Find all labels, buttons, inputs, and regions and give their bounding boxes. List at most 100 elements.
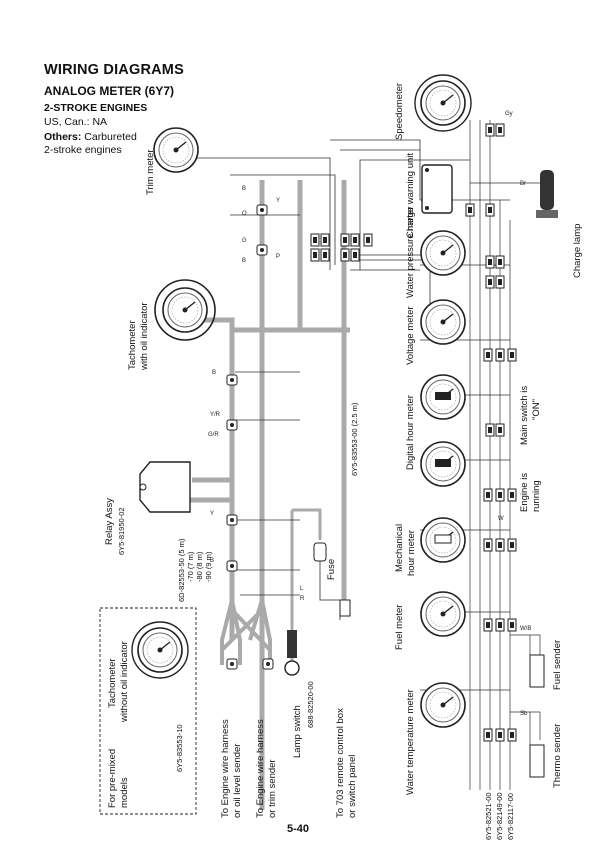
label-mech-hour-2: hour meter: [406, 530, 417, 576]
label-harness-part-3: -80 (8 m): [195, 551, 204, 582]
gauge-speedometer: [414, 74, 472, 132]
connector-oil-end: [226, 658, 238, 670]
label-to-trim-1: To Engine wire harness: [255, 719, 266, 818]
label-voltage-meter: Voltage meter: [405, 306, 416, 365]
wire-code-p: P: [276, 254, 280, 260]
gauge-tachometer-oil: [154, 279, 216, 341]
connector-blocks: [226, 123, 517, 742]
label-harness-part-1: 6D-82553-50 (5 m): [177, 538, 186, 602]
label-part-1: 6Y5-82521-00: [484, 792, 493, 840]
label-relay-part: 6Y5-81950-02: [117, 507, 126, 555]
label-charge-lamp: Charge lamp: [572, 224, 583, 278]
wire-code-r: R: [300, 596, 305, 602]
gauge-mechanical-hour: [420, 517, 466, 563]
connector-relay-1: [226, 514, 238, 526]
page-number: 5-40: [287, 823, 310, 835]
region-label: US, Can.:: [44, 116, 90, 128]
connector-trim-1: [256, 204, 268, 216]
label-mech-hour-1: Mechanical: [394, 524, 405, 572]
relay-assy-box: [139, 461, 191, 513]
label-to-703-2: or switch panel: [347, 755, 358, 818]
label-speedometer: Speedometer: [394, 83, 405, 140]
others-value-2: 2-stroke engines: [44, 144, 122, 156]
label-fuel-sender: Fuel sender: [552, 640, 563, 690]
gauge-tach-no-oil: [131, 621, 189, 679]
region-line: US, Can.: NA: [44, 116, 184, 129]
label-premixed-part: 6Y5-83553-10: [175, 724, 184, 772]
label-main-harness-part: 6Y5-83553-00 (2.5 m): [350, 402, 359, 476]
section-title: WIRING DIAGRAMS: [44, 62, 184, 78]
connector-trim-2: [256, 244, 268, 256]
gauge-water-temp: [420, 682, 466, 728]
lamp-switch: [284, 660, 300, 676]
label-fuel-meter: Fuel meter: [394, 605, 405, 650]
thermo-sender-box: [529, 744, 545, 778]
connector-stack-right: [465, 123, 517, 742]
label-relay-assy: Relay Assy: [104, 498, 115, 545]
label-main-switch-1: Main switch is: [519, 386, 530, 445]
label-charge-warning: Charge warning unit: [405, 153, 416, 238]
label-tachometer-oil-1: Tachometer: [127, 320, 138, 370]
lamp-switch-lead: [287, 630, 297, 658]
gauge-digital-hour-2: [420, 441, 466, 487]
label-digital-hour: Digital hour meter: [405, 395, 416, 470]
label-lamp-switch: Lamp switch: [292, 705, 303, 758]
label-premixed-1: For pre-mixed: [107, 749, 118, 808]
label-lamp-switch-part: 688-82520-00: [306, 681, 315, 728]
label-engine-running-1: Engine is: [519, 473, 530, 512]
wire-code-br: Br: [520, 181, 526, 187]
label-water-pressure: Water pressure meter: [405, 206, 416, 298]
label-part-3: 6Y5-82117-00: [506, 793, 515, 840]
wire-code-gy: Gy: [505, 111, 513, 117]
region-value: NA: [92, 116, 108, 128]
label-water-temp: Water temperature meter: [405, 689, 416, 795]
connector-relay-2: [226, 560, 238, 572]
connector-trim-end: [262, 658, 274, 670]
wire-code-w: W: [498, 516, 504, 522]
wire-code-b4: B: [210, 558, 214, 564]
others-value-1: Carbureted: [84, 131, 137, 143]
label-engine-running-2: running: [531, 480, 542, 512]
gauge-trim-meter: [153, 127, 199, 173]
label-to-oil-2: or oil level sender: [232, 744, 243, 818]
wire-code-b3: B: [212, 370, 216, 376]
label-main-switch-2: "ON": [531, 399, 542, 420]
label-tach-no-oil-1: Tachometer: [107, 658, 118, 708]
wire-code-yr: Y/R: [210, 412, 221, 418]
fuel-sender-box: [529, 654, 545, 688]
engine-type: 2-STROKE ENGINES: [44, 102, 148, 114]
gauge-fuel: [420, 591, 466, 637]
wire-code-b2: B: [242, 258, 246, 264]
premixed-box: [99, 607, 197, 815]
wire-code-g: G: [242, 238, 247, 244]
label-part-2: 6Y5-82149-00: [495, 792, 504, 840]
wire-code-o: O: [242, 211, 247, 217]
wire-code-l: L: [300, 586, 304, 592]
wire-code-y2: Y: [210, 511, 214, 517]
others-label: Others:: [44, 131, 82, 143]
connector-tach-2: [226, 419, 238, 431]
wire-code-gr: G/R: [208, 432, 219, 438]
wire-code-b1: B: [242, 186, 246, 192]
label-harness-part-4: -90 (9 m): [204, 551, 213, 582]
wire-bundle-main: [180, 120, 545, 810]
label-to-703-1: To 703 remote control box: [335, 708, 346, 818]
wire-code-wb: W/B: [520, 626, 531, 632]
wire-code-sb: Sb: [520, 711, 528, 717]
connector-tach-1: [226, 374, 238, 386]
component-labels: Trim meter Tachometer with oil indicator…: [104, 83, 583, 840]
label-to-oil-1: To Engine wire harness: [220, 719, 231, 818]
label-fuse: Fuse: [326, 559, 337, 580]
diagram-subtitle: ANALOG METER (6Y7): [44, 84, 175, 98]
gauge-water-pressure: [420, 230, 466, 276]
label-to-trim-2: or trim sender: [267, 759, 278, 818]
gauge-digital-hour: [420, 374, 466, 420]
wire-code-y: Y: [276, 198, 280, 204]
label-tachometer-oil-2: with oil indicator: [139, 302, 150, 371]
wire-codes: B O G B Y P B Y/R G/R Y B L R W/B Sb Gy …: [208, 111, 531, 717]
label-harness-part-2: -70 (7 m): [186, 551, 195, 582]
label-trim-meter: Trim meter: [145, 149, 156, 195]
connector-703: [339, 599, 351, 617]
label-premixed-2: models: [119, 777, 130, 808]
